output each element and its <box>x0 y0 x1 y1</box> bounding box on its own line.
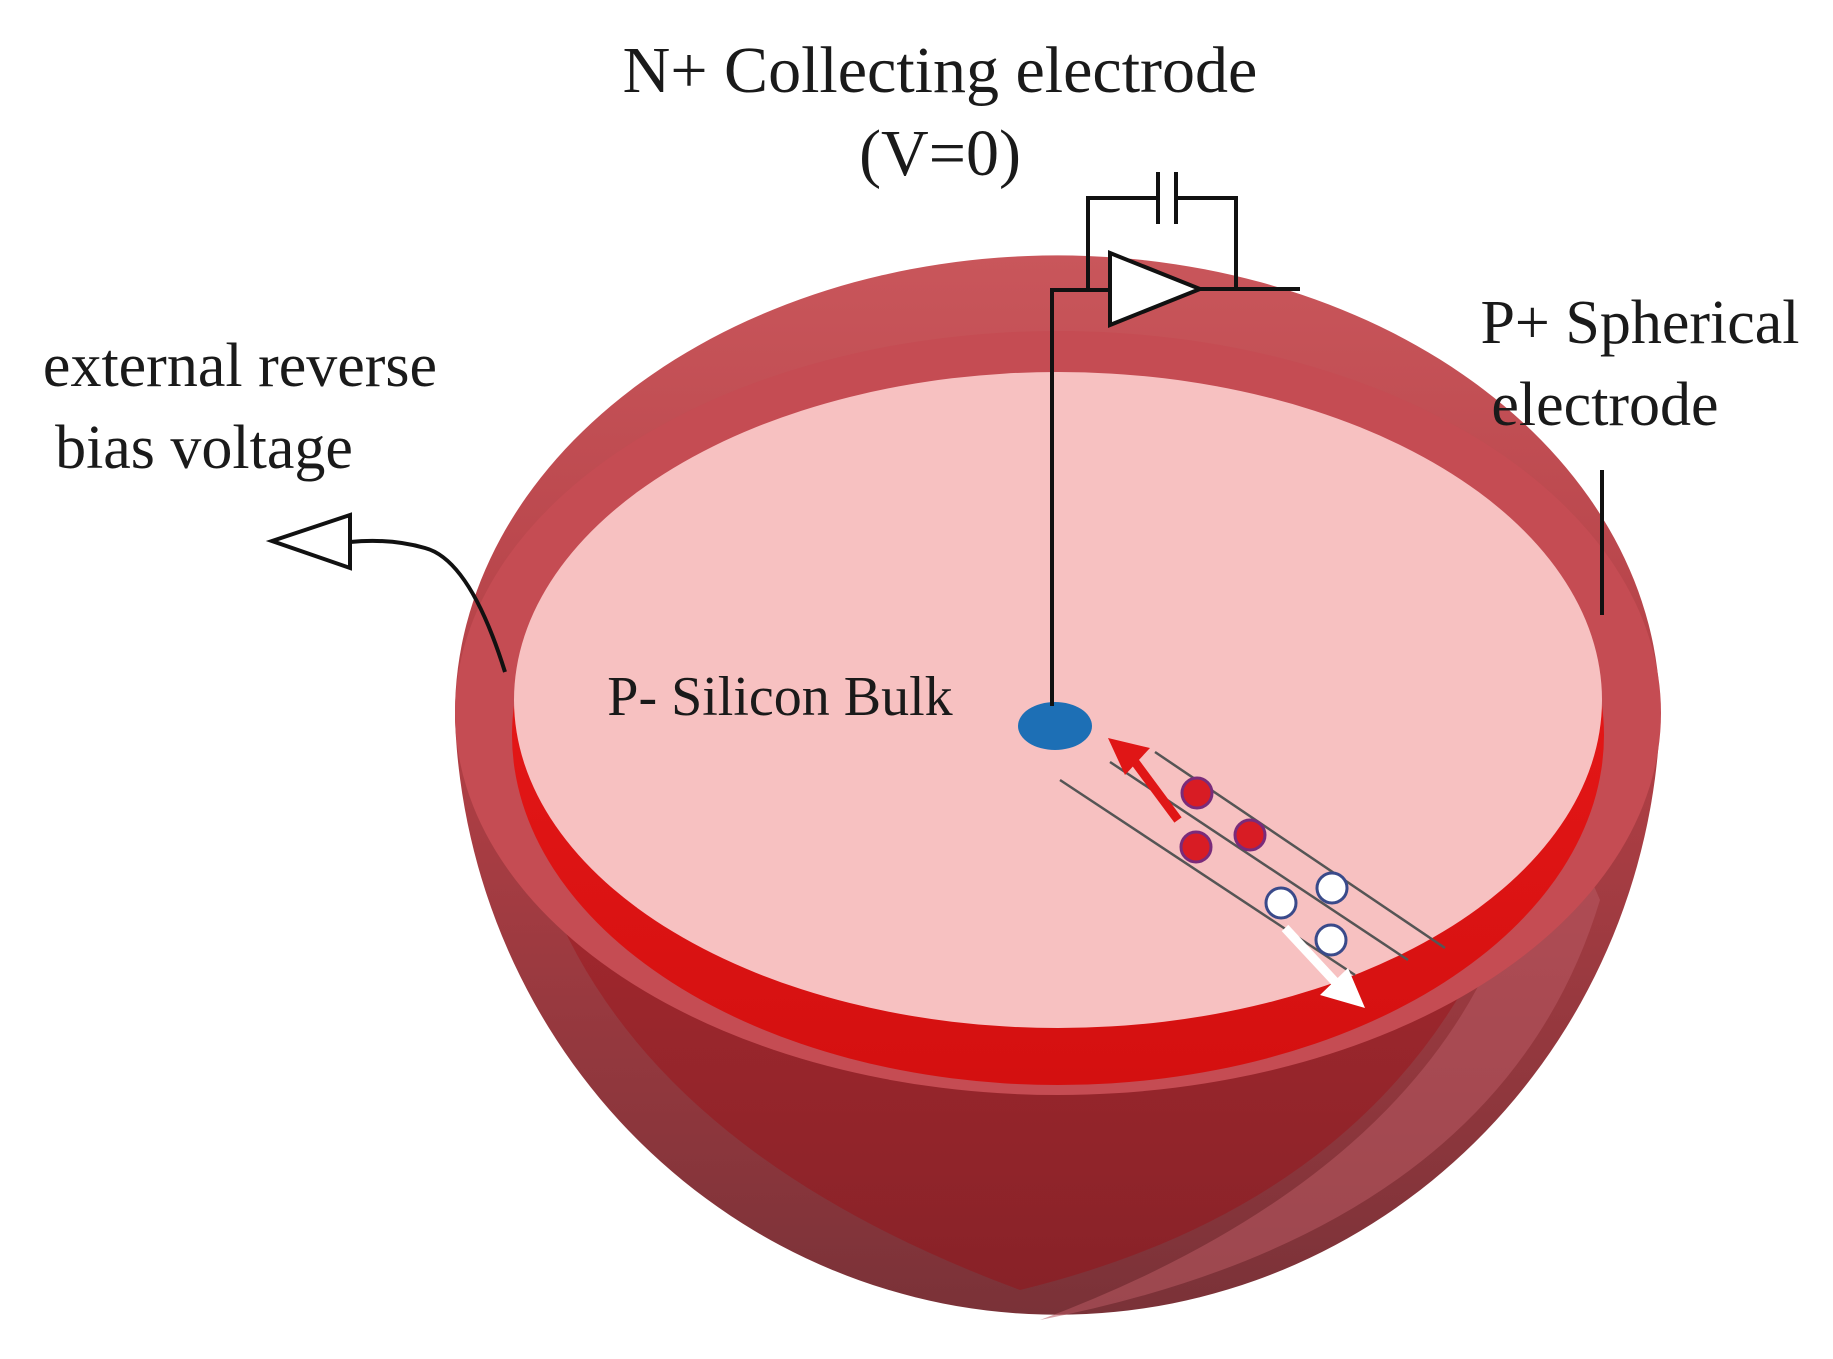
bulk-surface <box>514 372 1602 1028</box>
bias-terminal-symbol <box>265 512 352 571</box>
collecting-electrode-voltage: (V=0) <box>859 117 1021 190</box>
holes <box>1264 871 1349 957</box>
readout-amplifier-circuit <box>1050 172 1300 706</box>
electrons <box>1179 776 1267 864</box>
spherical-electrode-label: P+ Spherical <box>1480 289 1799 357</box>
spherical-electrode-label-2: electrode <box>1491 371 1718 439</box>
electron <box>1233 818 1267 852</box>
hole <box>1315 871 1349 905</box>
electron-drift-arrow <box>1108 738 1182 823</box>
electron <box>1179 830 1213 864</box>
collecting-electrode-label: N+ Collecting electrode <box>623 34 1258 107</box>
hole-drift-arrow <box>1281 924 1365 1008</box>
hole <box>1314 923 1348 957</box>
hole <box>1264 886 1298 920</box>
bias-voltage-label-2: bias voltage <box>55 414 353 482</box>
collecting-electrode <box>1018 702 1092 750</box>
bulk-label: P- Silicon Bulk <box>607 666 952 728</box>
amplifier-symbol <box>1108 250 1206 328</box>
bias-voltage-connection <box>265 512 507 673</box>
bias-voltage-label: external reverse <box>43 332 437 400</box>
electron <box>1180 776 1214 810</box>
